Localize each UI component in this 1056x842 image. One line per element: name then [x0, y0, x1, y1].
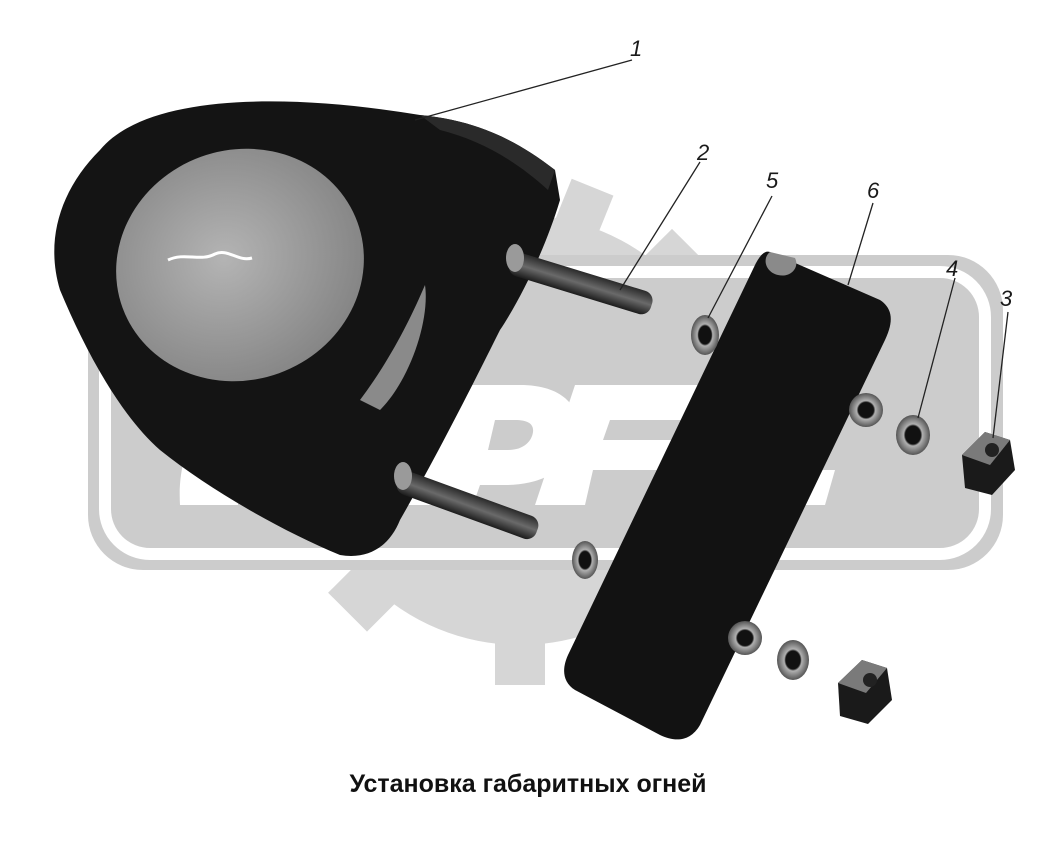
gasket-hole-lower: [728, 621, 762, 655]
callout-3: 3: [1000, 286, 1013, 311]
callout-5: 5: [766, 168, 779, 193]
mounting-studs: [394, 244, 653, 540]
nuts: [838, 432, 1015, 724]
lower-stud-base: [394, 462, 412, 490]
leader-line-4: [917, 277, 956, 419]
lamp-lens-lower: [360, 285, 426, 410]
nut-upper: [962, 432, 1015, 495]
leader-line-5: [707, 195, 773, 319]
lamp-housing-top-edge: [420, 115, 555, 190]
leader-line-3: [992, 311, 1009, 439]
washer-lower: [572, 541, 598, 579]
upper-stud-base: [506, 244, 524, 272]
leader-line-6: [847, 202, 874, 286]
gasket-hole-upper: [849, 393, 883, 427]
leader-lines: [414, 59, 1009, 439]
washer-upper: [691, 315, 719, 355]
nut-lower: [838, 660, 892, 724]
upper-stud: [508, 253, 653, 315]
washers: [572, 315, 719, 579]
lamp-lens: [116, 148, 364, 382]
spring-washer-upper: [896, 415, 930, 455]
callout-2: 2: [697, 140, 710, 165]
lens-marking: [167, 251, 253, 262]
gasket-plate-body: [564, 251, 891, 740]
spring-washers: [777, 415, 930, 680]
spring-washer-lower: [777, 640, 809, 680]
leader-line-2: [619, 161, 701, 291]
gasket-plate: [564, 251, 891, 740]
leader-line-1: [414, 59, 633, 121]
gasket-plate-edge: [765, 252, 797, 276]
callout-4: 4: [946, 256, 959, 281]
callout-6: 6: [867, 178, 880, 203]
lower-stud: [396, 471, 539, 540]
callout-1: 1: [630, 36, 643, 61]
lamp-housing: [54, 101, 561, 556]
figure-caption: Установка габаритных огней: [349, 770, 707, 798]
